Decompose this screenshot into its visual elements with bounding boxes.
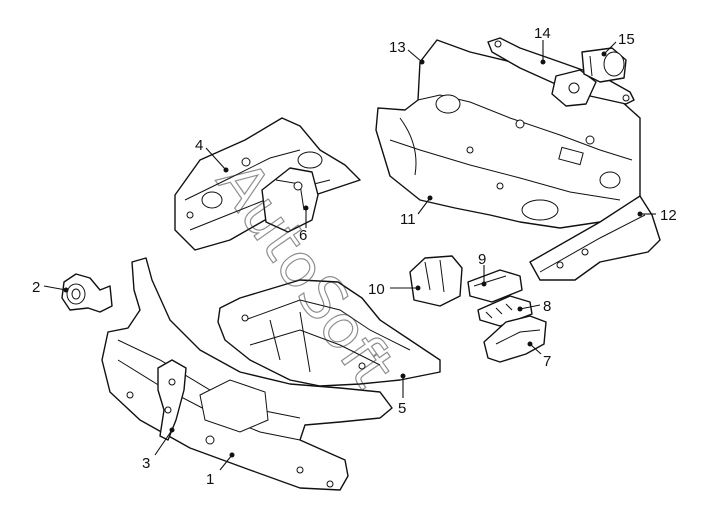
horn	[61, 273, 113, 313]
side-rail	[529, 195, 661, 281]
callout-8: 8	[543, 298, 551, 315]
callout-1: 1	[206, 471, 214, 488]
callout-6: 6	[299, 227, 307, 244]
leader-lines	[43, 40, 656, 471]
callout-13: 13	[389, 39, 406, 56]
callout-11: 11	[400, 211, 416, 228]
front-panel	[101, 257, 393, 491]
relay	[467, 269, 523, 303]
air-duct	[483, 315, 547, 363]
callout-5: 5	[398, 400, 406, 417]
callout-2: 2	[32, 279, 40, 296]
callout-15: 15	[618, 31, 635, 48]
relay-housing	[261, 167, 319, 233]
fuse-box	[409, 255, 463, 307]
callout-9: 9	[478, 251, 486, 268]
callout-7: 7	[543, 353, 551, 370]
callout-4: 4	[195, 137, 203, 154]
callout-labels: 1 2 3 4 5 6 7 8 9 10 11 12 13 14 15	[32, 25, 677, 488]
callout-10: 10	[368, 281, 385, 298]
splash-shield	[217, 279, 441, 387]
side-bracket	[174, 117, 361, 251]
wiper-linkage	[487, 37, 635, 107]
callout-12: 12	[660, 207, 677, 224]
wiper-motor	[581, 47, 627, 83]
callout-14: 14	[534, 25, 551, 42]
callout-3: 3	[142, 455, 150, 472]
